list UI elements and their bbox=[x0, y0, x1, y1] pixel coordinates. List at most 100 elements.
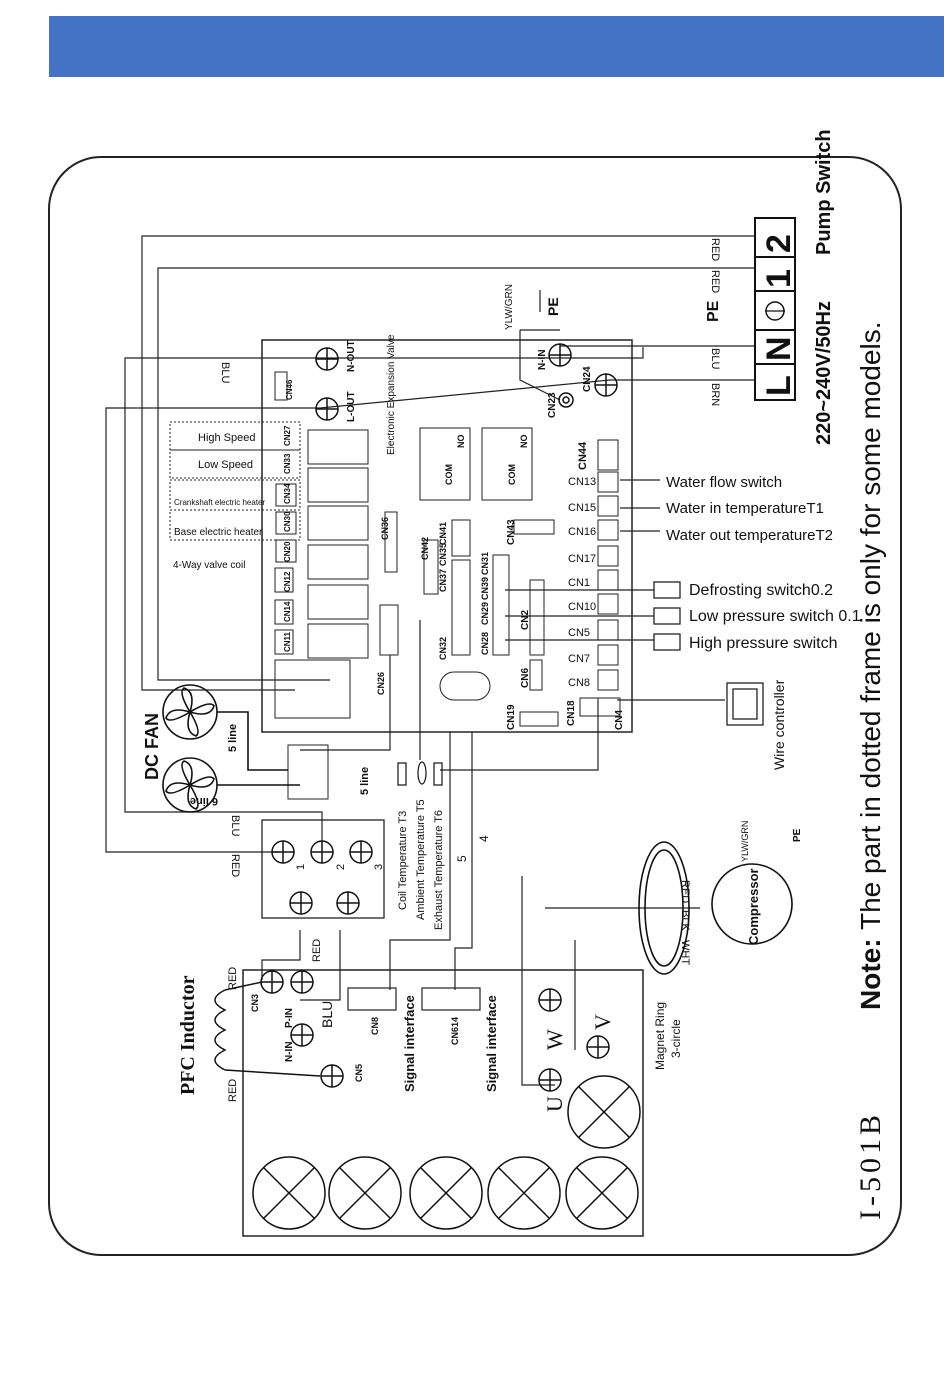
wire-count-5: 5 bbox=[455, 855, 469, 862]
connector-cn44: CN44 bbox=[577, 441, 589, 470]
connector-cn32: CN32 bbox=[438, 637, 448, 660]
cn23-label: CN23 bbox=[547, 392, 558, 418]
pe-label-board: PE bbox=[545, 297, 561, 316]
relay-com-1: COM bbox=[444, 464, 454, 485]
fan-symbols bbox=[162, 684, 300, 813]
temp-t5-label: Ambient Temperature T5 bbox=[415, 799, 427, 920]
connector-cn6: CN6 bbox=[520, 668, 531, 688]
connector-cn20: CN20 bbox=[283, 541, 292, 562]
magnet-ring-label: Magnet Ring bbox=[653, 1002, 667, 1070]
rectifier-terminal-2: 2 bbox=[335, 864, 347, 870]
rectifier-terminal-1: 1 bbox=[295, 864, 307, 870]
connector-cn17: CN17 bbox=[568, 553, 596, 565]
relay-no-2: NO bbox=[519, 435, 529, 449]
connector-cn36: CN36 bbox=[380, 517, 390, 540]
relay-com-2: COM bbox=[507, 464, 517, 485]
driver-cn3: CN3 bbox=[250, 994, 260, 1012]
note-text: The part in dotted frame is only for som… bbox=[855, 322, 886, 931]
relay-no-1: NO bbox=[456, 435, 466, 449]
dotted-frames bbox=[169, 421, 301, 541]
pfc-inductor-label: PFC Inductor bbox=[177, 975, 199, 1095]
connector-cn13: CN13 bbox=[568, 476, 596, 488]
n-out-label: N-OUT bbox=[346, 340, 357, 372]
n-in-label: N-IN bbox=[537, 349, 548, 370]
rectifier-terminal-3: 3 bbox=[373, 864, 385, 870]
four-way-label: 4-Way valve coil bbox=[173, 560, 245, 571]
connector-cn15: CN15 bbox=[568, 502, 596, 514]
temp-t3-label: Coil Temperature T3 bbox=[397, 811, 409, 910]
phase-v: V bbox=[590, 1014, 615, 1030]
fan-six-line: 6 line bbox=[190, 795, 218, 807]
wire-blu-1: BLU bbox=[709, 348, 721, 369]
high-pressure-label: High pressure switch bbox=[689, 635, 838, 652]
connector-cn12: CN12 bbox=[283, 571, 292, 592]
connector-cn16: CN16 bbox=[568, 526, 596, 538]
wire-red-comp: RED bbox=[679, 880, 691, 903]
temp-t6-label: Exhaust Temperature T6 bbox=[433, 810, 445, 930]
connector-cn5: CN5 bbox=[568, 627, 590, 639]
driver-cn614: CN614 bbox=[450, 1017, 460, 1045]
driver-cn8: CN8 bbox=[370, 1017, 380, 1035]
fan-five-line-1: 5 line bbox=[227, 724, 239, 752]
wire-blu-3: BLU bbox=[229, 815, 241, 836]
wire-routes bbox=[105, 235, 755, 1086]
header-band bbox=[49, 16, 944, 77]
wire-red-3: RED bbox=[229, 854, 241, 877]
note-prefix: Note: bbox=[855, 938, 886, 1010]
connector-cn37: CN37 bbox=[438, 569, 448, 592]
wire-ylwgrn-comp: YLW/GRN bbox=[740, 821, 750, 862]
wire-wht-comp: WHT bbox=[679, 940, 691, 965]
connector-cn14: CN14 bbox=[283, 601, 292, 622]
pe-label-main: PE bbox=[705, 300, 722, 322]
connector-cn34: CN34 bbox=[283, 483, 292, 504]
pump-switch-label: Pump Switch bbox=[813, 129, 835, 255]
terminal-1: 1 bbox=[760, 269, 798, 288]
wire-ylwgrn-top: YLW/GRN bbox=[504, 284, 515, 330]
connector-cn18: CN18 bbox=[566, 700, 577, 726]
signal-interface-1: Signal interface bbox=[402, 995, 417, 1092]
wire-red-pfc-2: RED bbox=[227, 1079, 239, 1102]
connector-cn2: CN2 bbox=[520, 610, 531, 630]
low-pressure-label: Low pressure switch 0.1 bbox=[689, 608, 861, 625]
defrost-label: Defrosting switch0.2 bbox=[689, 582, 833, 599]
water-out-label: Water out temperatureT2 bbox=[666, 527, 833, 544]
connector-cn31: CN31 bbox=[480, 552, 490, 575]
connector-cn11: CN11 bbox=[283, 631, 292, 652]
l-out-label: L-OUT bbox=[346, 391, 357, 422]
power-supply-label: 220~240V/50Hz bbox=[813, 301, 835, 445]
crankshaft-label: Crankshaft electric heater bbox=[174, 498, 265, 507]
wire-blk-comp: BLK bbox=[679, 910, 691, 931]
signal-interface-2: Signal interface bbox=[484, 995, 499, 1092]
pe-label-comp: PE bbox=[792, 828, 803, 842]
pfc-inductor-coil bbox=[214, 981, 321, 1077]
high-speed-label: High Speed bbox=[198, 432, 256, 444]
connector-cn29: CN29 bbox=[480, 602, 490, 625]
water-flow-label: Water flow switch bbox=[666, 474, 782, 491]
wire-red-pfc-1: RED bbox=[227, 967, 239, 990]
wire-blu-pfc: BLU bbox=[319, 1001, 335, 1028]
connector-cn1: CN1 bbox=[568, 577, 590, 589]
dc-fan-title: DC FAN bbox=[142, 713, 162, 780]
connector-cn42: CN42 bbox=[420, 537, 430, 560]
connector-cn10: CN10 bbox=[568, 601, 596, 613]
control-board bbox=[261, 339, 633, 733]
wire-red-pfc-3: RED bbox=[311, 939, 323, 962]
connector-cn19: CN19 bbox=[506, 704, 517, 730]
terminal-2: 2 bbox=[760, 234, 798, 253]
connector-cn41: CN41 bbox=[438, 522, 448, 545]
fan-five-line-2: 5 line bbox=[359, 767, 371, 795]
model-label: I-501B bbox=[854, 1111, 887, 1220]
wire-blu-2: BLU bbox=[219, 362, 231, 383]
eev-label: Electronic Expansion Valve bbox=[386, 334, 397, 455]
compressor-label: Compressor bbox=[746, 868, 761, 945]
connector-cn27: CN27 bbox=[283, 425, 292, 446]
cn24-label: CN24 bbox=[582, 366, 593, 392]
driver-board bbox=[242, 969, 644, 1237]
driver-connectors bbox=[347, 987, 481, 1011]
power-modules bbox=[252, 1075, 641, 1230]
driver-n-in: N-IN bbox=[284, 1041, 295, 1062]
wire-count-4: 4 bbox=[477, 835, 491, 842]
terminal-n: N bbox=[760, 336, 798, 361]
connector-cn35: CN35 bbox=[438, 543, 448, 566]
base-heater-label: Base electric heater bbox=[174, 527, 263, 538]
